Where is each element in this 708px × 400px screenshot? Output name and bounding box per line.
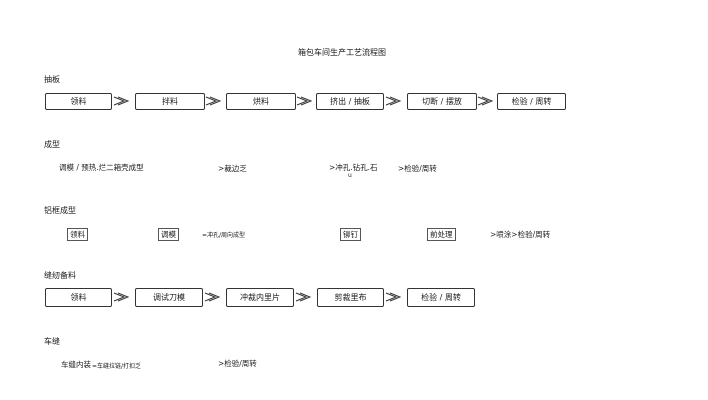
step-box: 领料 bbox=[45, 93, 112, 110]
flow-arrow-icon bbox=[204, 292, 220, 302]
step-text: =冲孔/周向成型 bbox=[202, 232, 246, 239]
step-text: 调模 / 预热.烂二箱壳成型 bbox=[59, 163, 144, 172]
step-box: 检验 / 周转 bbox=[407, 288, 475, 307]
flow-arrow-icon bbox=[385, 292, 401, 302]
step-box: 拌料 bbox=[135, 93, 205, 110]
section-label-sewing-prep: 缝纫备料 bbox=[44, 271, 76, 280]
flow-arrow-icon bbox=[296, 96, 312, 106]
step-box: 调试刀模 bbox=[135, 288, 203, 307]
step-box: 挤出 / 抽板 bbox=[316, 93, 384, 110]
step-text: >检验/周转 bbox=[218, 359, 257, 368]
section-label-aluminum-frame: 铝框成型 bbox=[44, 206, 76, 215]
step-box: 烘料 bbox=[226, 93, 296, 110]
flow-arrow-icon bbox=[113, 292, 129, 302]
step-text: >检验/周转 bbox=[398, 164, 437, 173]
step-text: 车缝内装 bbox=[61, 360, 91, 369]
step-box: 冲裁内里片 bbox=[226, 288, 294, 307]
step-box: 剪裁里布 bbox=[317, 288, 384, 307]
step-text: >冲孔.钻孔.石 bbox=[329, 163, 378, 172]
step-text: =车缝拉链/打扣乏 bbox=[92, 363, 142, 370]
step-box: 检验 / 周转 bbox=[497, 93, 566, 110]
step-box: 切断 / 摆放 bbox=[407, 93, 477, 110]
flow-arrow-icon bbox=[205, 96, 221, 106]
flow-arrow-icon bbox=[385, 96, 401, 106]
section-label-stitching: 车缝 bbox=[44, 337, 60, 346]
flow-arrow-icon bbox=[113, 96, 129, 106]
step-box: 领料 bbox=[45, 288, 112, 307]
step-text-fragment: u bbox=[348, 172, 352, 179]
flow-arrow-icon bbox=[295, 292, 311, 302]
step-tag: 领料 bbox=[67, 228, 88, 241]
section-label-extrusion: 抽板 bbox=[44, 75, 60, 84]
step-tag: 调模 bbox=[158, 228, 179, 241]
step-text: >裁边乏 bbox=[218, 164, 247, 173]
flow-arrow-icon bbox=[477, 96, 493, 106]
section-label-forming: 成型 bbox=[44, 140, 60, 149]
step-tag: 铆钉 bbox=[340, 228, 361, 241]
step-text: >喷涂>检验/周转 bbox=[490, 230, 551, 239]
step-tag: 前处理 bbox=[427, 228, 456, 241]
diagram-title: 箱包车间生产工艺流程图 bbox=[298, 48, 386, 57]
